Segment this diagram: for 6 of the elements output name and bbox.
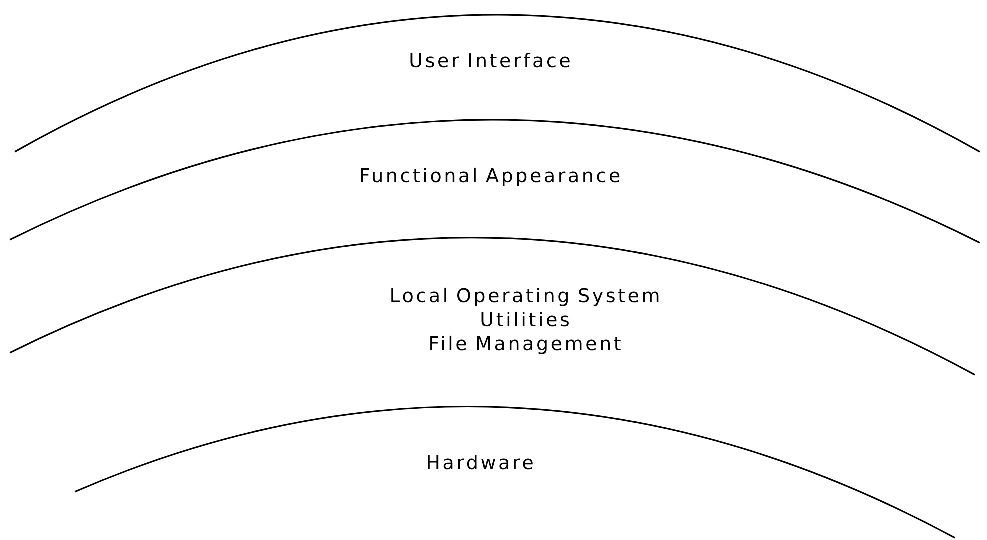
layer-label: Local Operating System <box>392 288 659 306</box>
layer-label: Utilities <box>482 312 569 327</box>
layer-label: File Management <box>430 336 621 354</box>
layer-label: Functional Appearance <box>361 168 620 186</box>
layer-label: Hardware <box>428 454 533 470</box>
layer-label: User Interface <box>410 52 570 68</box>
